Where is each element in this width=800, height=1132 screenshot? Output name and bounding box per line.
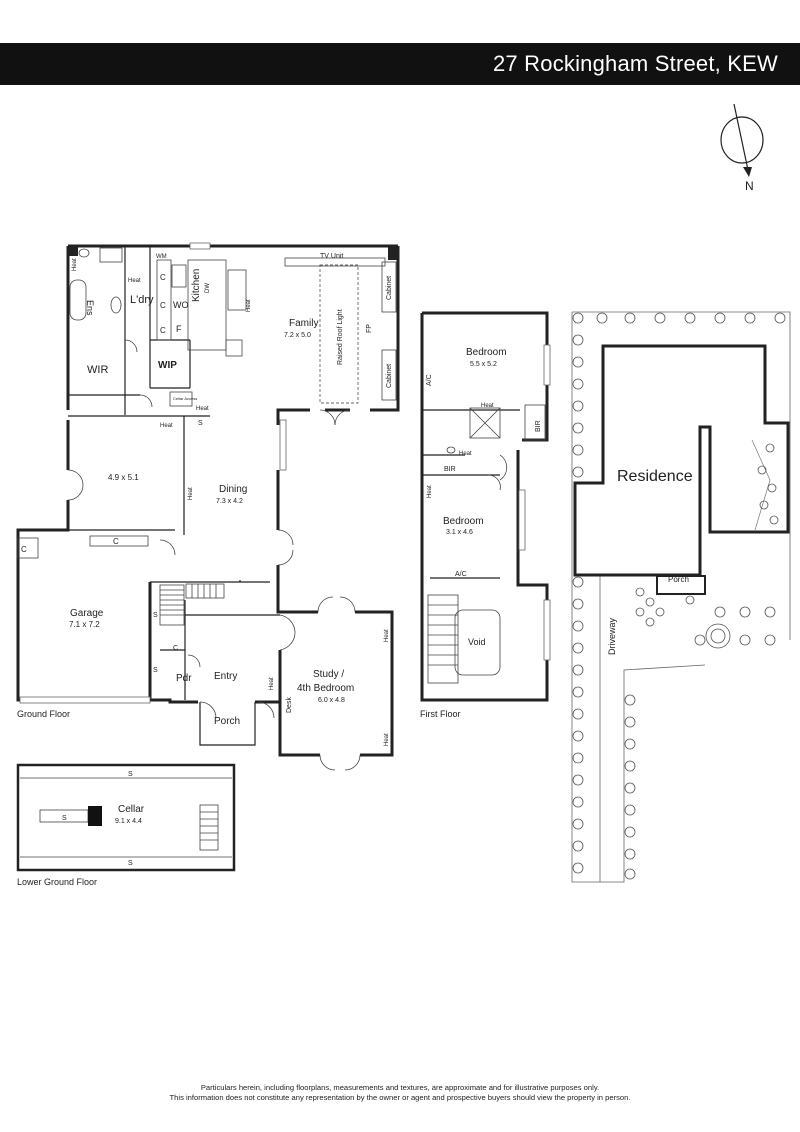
label-room-dim: 4.9 x 5.1 [108,473,139,482]
first-floor-plan: Bedroom 5.5 x 5.2 A/C Heat Heat BIR BIR … [420,311,551,719]
property-address: 27 Rockingham Street, KEW [492,51,778,76]
label-garage: Garage [70,608,104,619]
label-residence: Residence [617,468,693,485]
label-s-hall: S [198,420,203,427]
label-heat-study: Heat [384,629,390,642]
label-raised-roof: Raised Roof Light [337,309,344,365]
label-heat-hall: Heat [196,406,209,412]
label-cellar: Cellar [118,804,145,815]
label-bed1-dim: 5.5 x 5.2 [470,361,497,368]
disclaimer-line1: Particulars herein, including floorplans… [200,1083,600,1092]
label-cellar-access: Cellar Access [173,396,197,401]
label-heat-dining: Heat [188,487,194,500]
label-c2: C [160,301,166,310]
label-desk: Desk [286,697,293,713]
lower-floor-label: Lower Ground Floor [17,877,97,887]
label-wir: WIR [87,364,108,376]
label-porch: Porch [214,716,240,727]
label-bedroom1: Bedroom [466,347,507,358]
ground-floor-plan: Heat WM Heat DW Heat Heat Heat Heat Heat… [16,242,400,771]
north-label: N [745,179,754,193]
label-wip: WIP [158,360,177,371]
label-family: Family [289,318,318,329]
label-s-mid: S [62,815,67,822]
label-void: Void [468,637,486,647]
label-c-stair: C [173,645,178,652]
label-study2: 4th Bedroom [297,683,354,694]
label-ac1: A/C [426,374,433,386]
label-s-bottom: S [128,860,133,867]
label-dining-dim: 7.3 x 4.2 [216,498,243,505]
label-study-dim: 6.0 x 4.8 [318,697,345,704]
label-heat-entry: Heat [269,677,275,690]
label-f: F [176,324,182,334]
label-garage-dim: 7.1 x 7.2 [69,620,100,629]
label-dining: Dining [219,484,247,495]
label-ldry: L'dry [130,294,154,306]
label-bir2: BIR [444,466,456,473]
label-family-dim: 7.2 x 5.0 [284,332,311,339]
label-wm: WM [156,254,167,260]
label-heat-bed2: Heat [427,485,433,498]
label-heat-bed1: Heat [481,403,494,409]
label-kitchen: Kitchen [191,269,202,302]
label-dw: DW [205,283,211,293]
label-c3: C [160,326,166,335]
ground-floor-label: Ground Floor [17,709,70,719]
header-bar: 27 Rockingham Street, KEW [0,43,800,85]
label-bedroom2: Bedroom [443,516,484,527]
label-entry: Entry [214,671,237,682]
disclaimer: Particulars herein, including floorplans… [0,1083,800,1103]
label-cellar-dim: 9.1 x 4.4 [115,818,142,825]
label-heat-bath: Heat [459,451,472,457]
label-study: Study / [313,669,344,680]
label-s-top: S [128,771,133,778]
label-site-porch: Porch [668,575,689,584]
label-s-garage2: S [153,667,158,674]
label-s-garage1: S [153,612,158,619]
compass-icon: N [720,103,764,193]
trees [572,312,786,880]
label-bir1: BIR [535,420,542,432]
label-c-corner: C [21,545,27,554]
label-heat-kitchen: Heat [246,299,252,312]
label-heat-wir: Heat [160,423,173,429]
cellar-plan: S S S Cellar 9.1 x 4.4 Lower Ground Floo… [16,763,236,887]
label-fp: FP [366,324,373,333]
disclaimer-line2: This information does not constitute any… [169,1093,631,1102]
label-wo: WO [173,300,189,310]
label-tv-unit: TV Unit [320,253,343,260]
first-floor-label: First Floor [420,709,461,719]
label-c-garage: C [113,537,119,546]
label-heat-ldry: Heat [128,278,141,284]
label-bed2-dim: 3.1 x 4.6 [446,529,473,536]
label-ens: Ens [85,300,95,316]
label-c1: C [160,273,166,282]
label-pdr: Pdr [176,673,192,684]
label-ac2: A/C [455,571,467,578]
label-cabinet1: Cabinet [386,276,393,300]
label-heat: Heat [72,258,78,271]
label-driveway: Driveway [607,617,617,655]
site-plan: Residence Porch Driveway [571,311,791,883]
label-heat-study2: Heat [384,733,390,746]
label-cabinet2: Cabinet [386,364,393,388]
